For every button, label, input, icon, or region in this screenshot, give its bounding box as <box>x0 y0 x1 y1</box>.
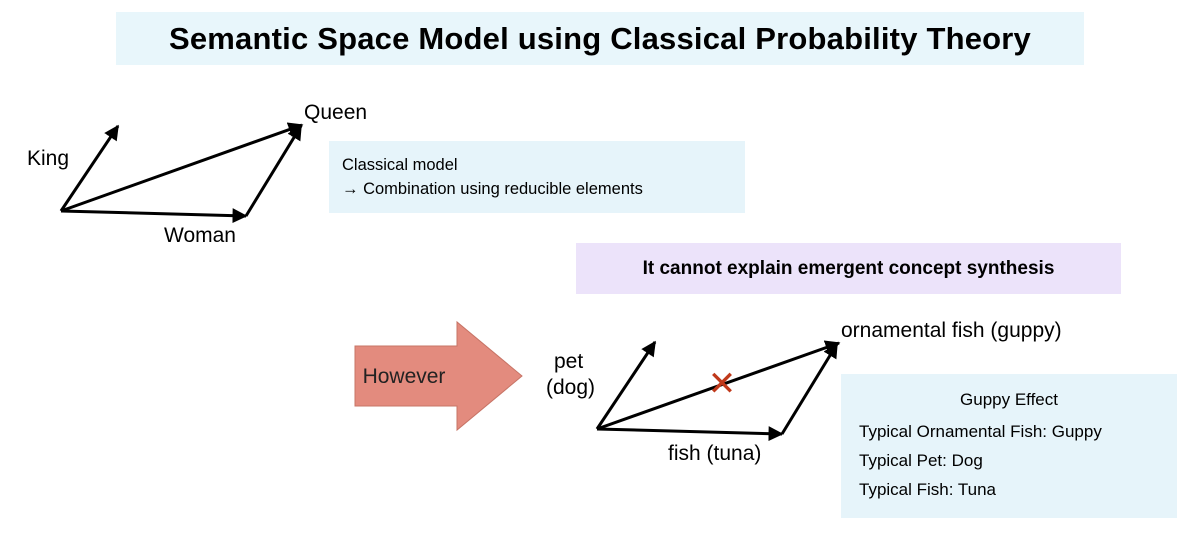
classical-model-box: Classical model → Combination using redu… <box>329 141 745 213</box>
guppy-effect-box: Guppy Effect Typical Ornamental Fish: Gu… <box>841 374 1177 518</box>
fish-vector <box>596 426 784 442</box>
label-fish-tuna: fish (tuna) <box>668 442 762 465</box>
label-woman: Woman <box>164 224 236 247</box>
bottom-vector-diagram <box>595 340 841 442</box>
callout-text: It cannot explain emergent concept synth… <box>642 257 1055 279</box>
label-pet: pet <box>554 350 584 373</box>
classical-model-heading: Classical model <box>342 156 458 174</box>
classical-model-description: → Combination using reducible elements <box>342 180 643 198</box>
pet-shifted-vector <box>780 342 839 435</box>
guppy-line-pet: Typical Pet: Dog <box>859 451 983 470</box>
title-banner: Semantic Space Model using Classical Pro… <box>116 12 1084 65</box>
however-arrow-shape <box>354 320 523 432</box>
guppy-effect-title: Guppy Effect <box>960 390 1058 409</box>
woman-vector <box>60 208 248 224</box>
page-title: Semantic Space Model using Classical Pro… <box>168 20 1032 56</box>
emergent-concept-callout: It cannot explain emergent concept synth… <box>576 243 1121 294</box>
label-king: King <box>27 147 70 170</box>
label-ornamental-fish: ornamental fish (guppy) <box>841 319 1062 342</box>
however-label: However <box>362 365 446 388</box>
king-to-queen-shifted-vector <box>244 124 303 217</box>
label-queen: Queen <box>304 101 368 124</box>
ornamental-fish-vector <box>596 340 841 431</box>
cross-mark-icon: ✕ <box>707 364 737 404</box>
top-vector-diagram <box>59 122 304 224</box>
queen-vector <box>60 122 304 213</box>
label-pet-dog: (dog) <box>546 376 596 399</box>
king-vector <box>59 124 120 212</box>
guppy-line-ornamental: Typical Ornamental Fish: Guppy <box>859 422 1102 441</box>
pet-vector <box>595 340 657 430</box>
guppy-line-fish: Typical Fish: Tuna <box>859 480 997 499</box>
